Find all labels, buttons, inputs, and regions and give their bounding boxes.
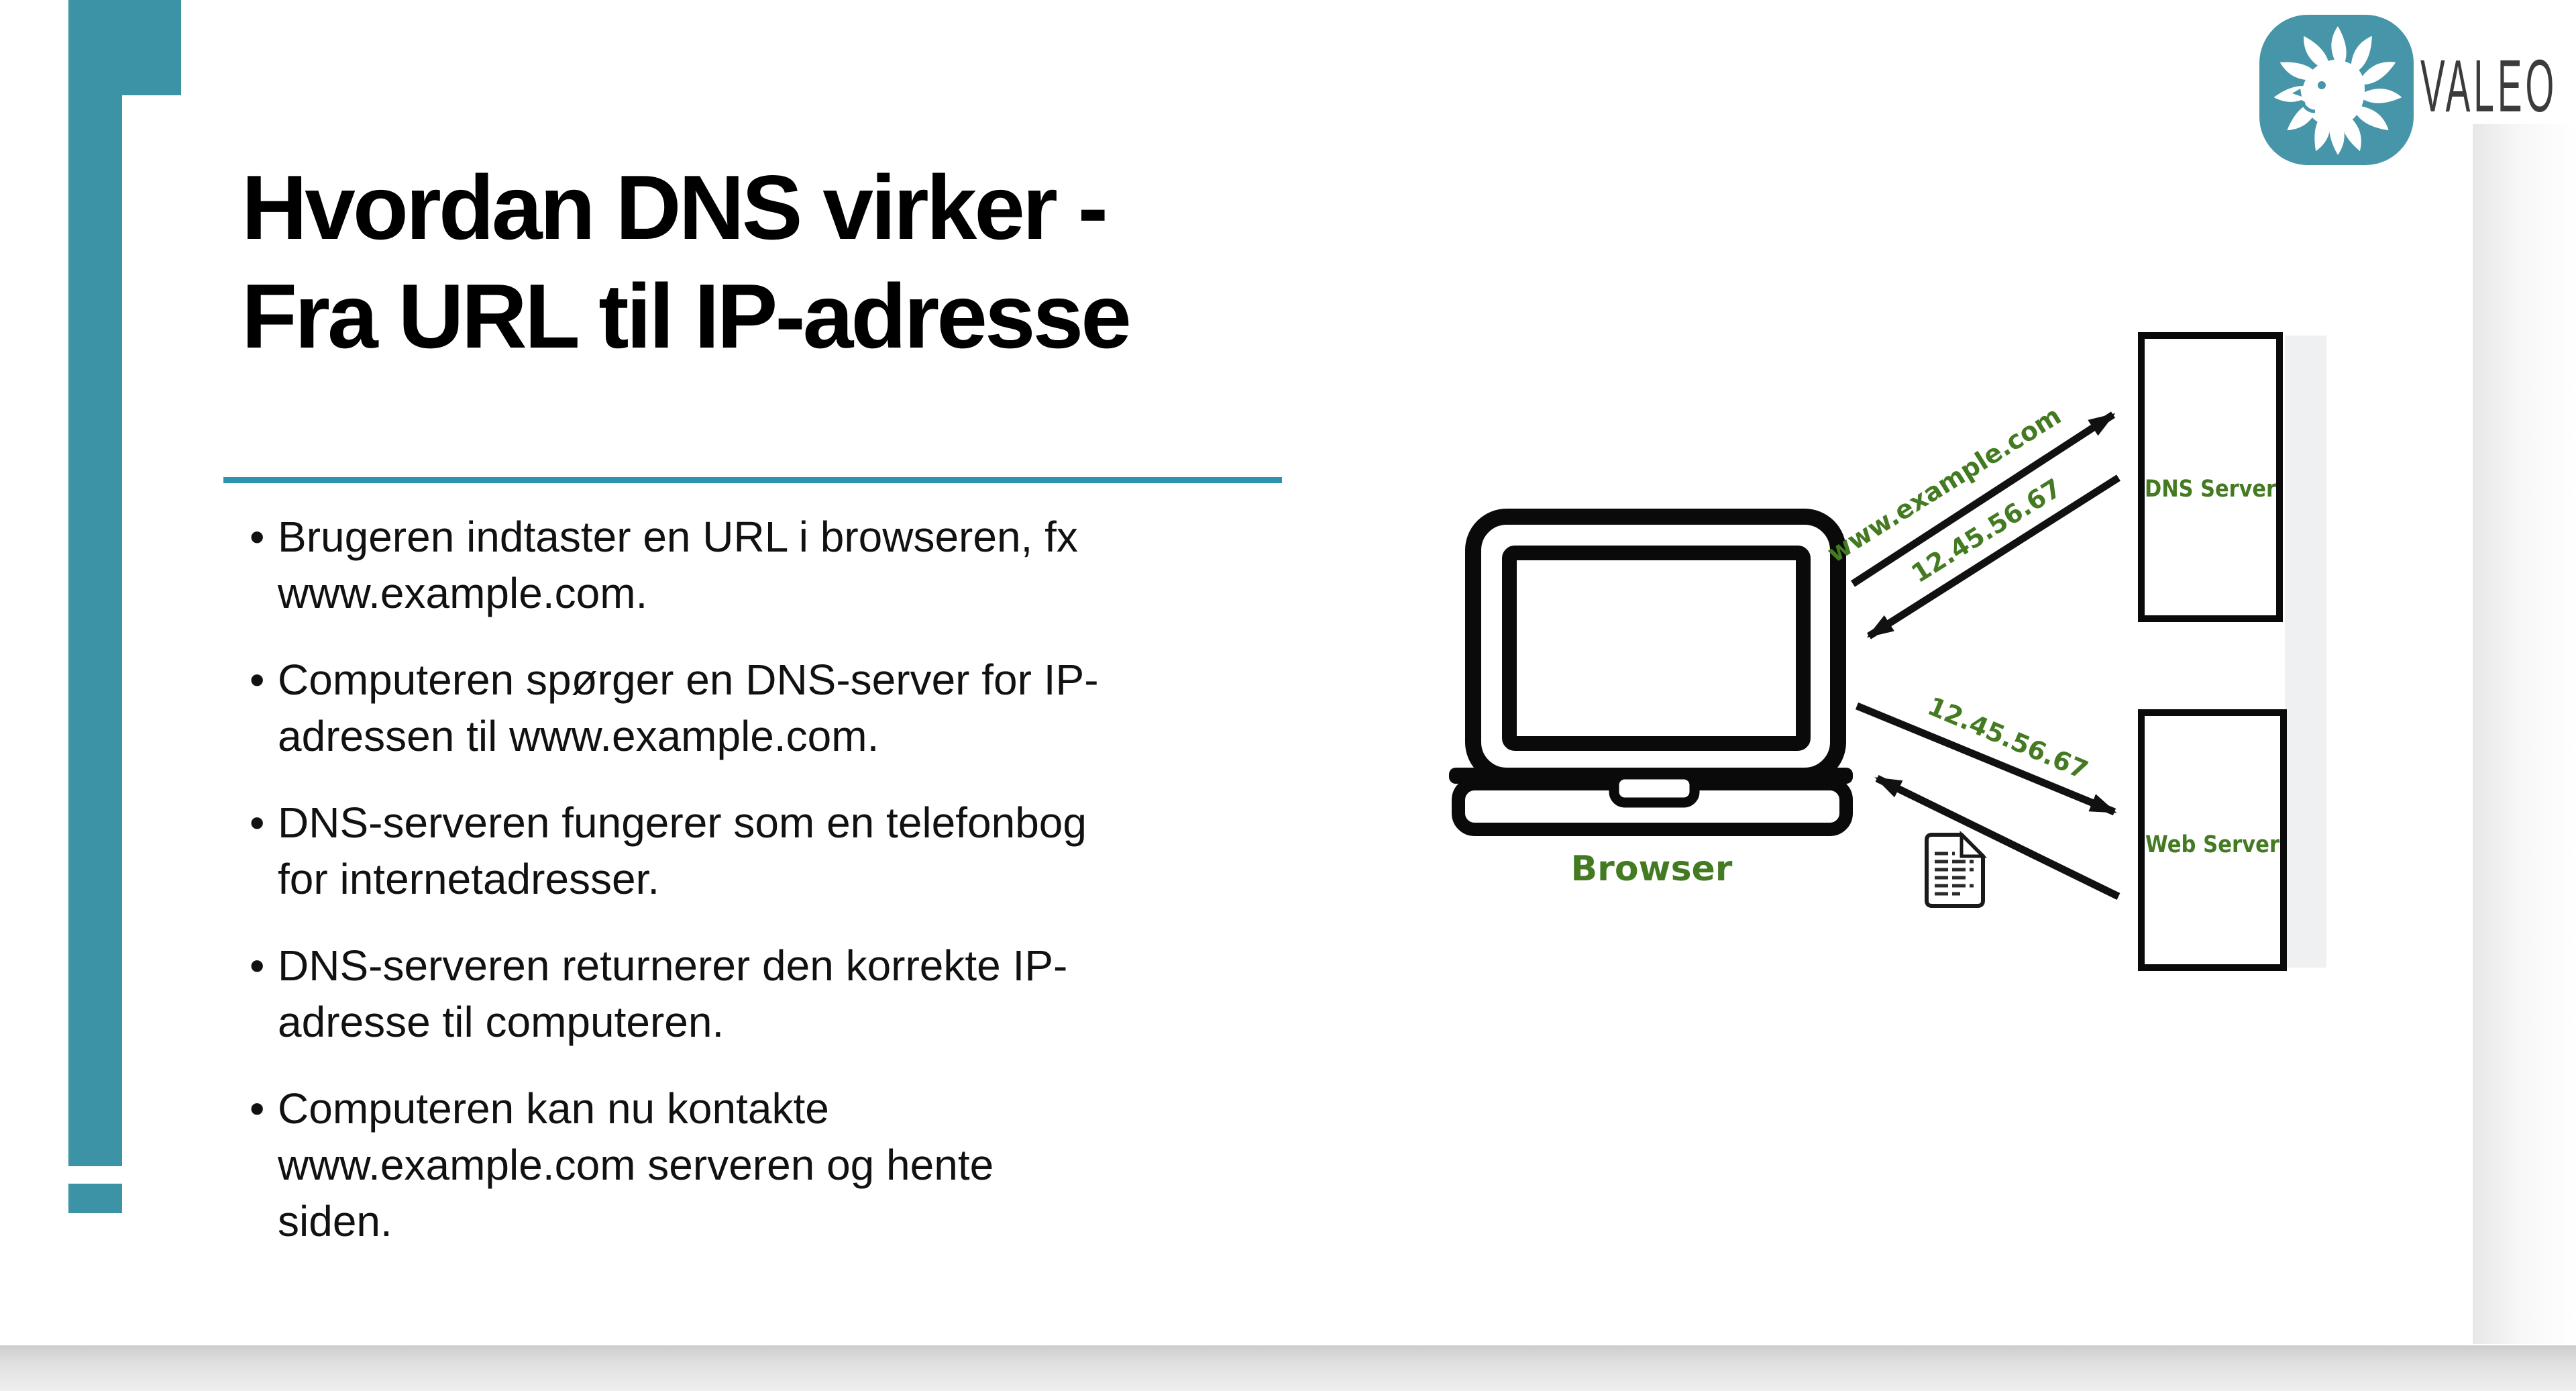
page-title: Hvordan DNS virker - Fra URL til IP-adre… [241, 156, 1132, 367]
dns-server-box [2138, 332, 2283, 622]
bullet-text: DNS-serveren fungerer som en telefonbog … [278, 798, 1087, 903]
laptop-icon [1449, 509, 1853, 836]
document-icon [1925, 830, 1988, 908]
list-item: • Computeren kan nu kontakte www.example… [235, 1080, 1335, 1249]
bullet-text: Computeren spørger en DNS-server for IP-… [278, 656, 1099, 760]
web-server-label: Web Server [2145, 831, 2280, 858]
bullet-marker: • [250, 798, 265, 847]
list-item: • DNS-serveren fungerer som en telefonbo… [235, 794, 1335, 907]
list-item: • DNS-serveren returnerer den korrekte I… [235, 937, 1335, 1050]
slide-right-shadow [2473, 124, 2576, 1344]
bullet-marker: • [250, 513, 265, 561]
dns-diagram: Browser www.example.com 12.45.56.67 12.4… [1449, 332, 2326, 971]
accent-chip-bottom-left [68, 1184, 122, 1213]
list-item: • Computeren spørger en DNS-server for I… [235, 652, 1335, 764]
brand-wordmark: VALEO [2420, 45, 2558, 127]
bullet-marker: • [250, 656, 265, 704]
list-item: • Brugeren indtaster en URL i browseren,… [235, 509, 1335, 621]
request-dns-arrow [1851, 411, 2116, 587]
arrow-icon [1851, 411, 2121, 900]
bullet-text: Brugeren indtaster en URL i browseren, f… [278, 513, 1078, 617]
dns-server-label: DNS Server [2145, 476, 2277, 503]
accent-bar-left [68, 0, 122, 1166]
response-web-arrow [1874, 775, 2121, 900]
browser-label: Browser [1571, 849, 1733, 889]
bullet-marker: • [250, 1084, 265, 1133]
request-web-arrow [1855, 702, 2117, 816]
title-divider [223, 477, 1282, 483]
slide-bottom-shadow [0, 1345, 2576, 1391]
bullet-text: DNS-serveren returnerer den korrekte IP-… [278, 941, 1068, 1046]
diagram-background-strip [2285, 336, 2326, 968]
web-server-box [2138, 709, 2287, 971]
lion-icon [2259, 15, 2414, 165]
bullet-text: Computeren kan nu kontakte www.example.c… [278, 1084, 994, 1245]
response-dns-arrow [1866, 474, 2121, 639]
bullet-list: • Brugeren indtaster en URL i browseren,… [235, 509, 1335, 1280]
bullet-marker: • [250, 941, 265, 990]
